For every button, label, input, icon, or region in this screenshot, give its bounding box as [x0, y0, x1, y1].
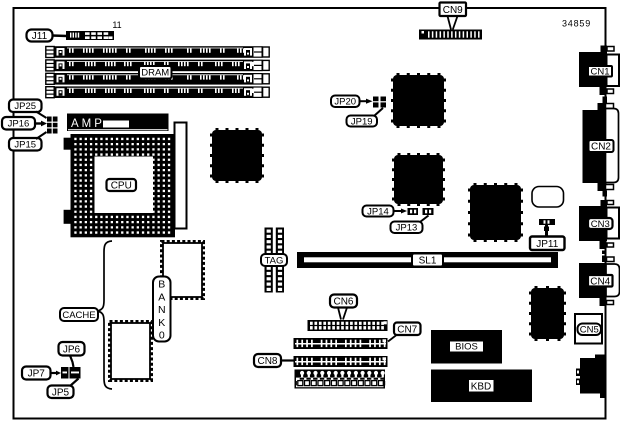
svg-text:CN9: CN9	[443, 5, 463, 16]
svg-text:JP13: JP13	[396, 223, 418, 234]
svg-text:K: K	[158, 317, 165, 329]
svg-text:11: 11	[112, 20, 121, 30]
svg-text:JP19: JP19	[351, 116, 373, 127]
svg-text:JP20: JP20	[334, 97, 356, 108]
svg-text:AMP: AMP	[71, 118, 105, 130]
svg-text:CN3: CN3	[591, 219, 610, 230]
svg-text:CN2: CN2	[591, 142, 611, 153]
svg-text:A: A	[158, 291, 165, 303]
svg-text:B: B	[158, 279, 165, 291]
svg-text:BIOS: BIOS	[455, 341, 478, 352]
svg-text:0: 0	[159, 330, 165, 342]
svg-text:JP15: JP15	[14, 140, 36, 151]
svg-text:JP6: JP6	[63, 344, 81, 355]
svg-text:CN7: CN7	[397, 324, 417, 335]
svg-text:CACHE: CACHE	[62, 310, 95, 321]
svg-text:CPU: CPU	[111, 181, 132, 192]
svg-text:JP16: JP16	[8, 119, 30, 130]
svg-text:TAG: TAG	[265, 255, 284, 266]
svg-text:JP14: JP14	[367, 206, 389, 217]
svg-text:JP25: JP25	[14, 101, 36, 112]
svg-text:CN4: CN4	[590, 276, 610, 287]
svg-text:JP7: JP7	[28, 369, 46, 380]
svg-text:CN1: CN1	[590, 67, 609, 78]
svg-text:J11: J11	[32, 31, 48, 42]
svg-text:CN5: CN5	[580, 325, 599, 336]
svg-text:CN6: CN6	[333, 297, 353, 308]
svg-text:34859: 34859	[562, 19, 591, 29]
svg-text:JP5: JP5	[52, 387, 70, 398]
svg-text:SL1: SL1	[419, 256, 437, 267]
svg-text:N: N	[158, 304, 166, 316]
svg-text:DRAM: DRAM	[141, 68, 169, 79]
svg-text:CN8: CN8	[257, 356, 277, 367]
svg-text:KBD: KBD	[471, 381, 492, 392]
svg-text:JP11: JP11	[536, 239, 558, 250]
